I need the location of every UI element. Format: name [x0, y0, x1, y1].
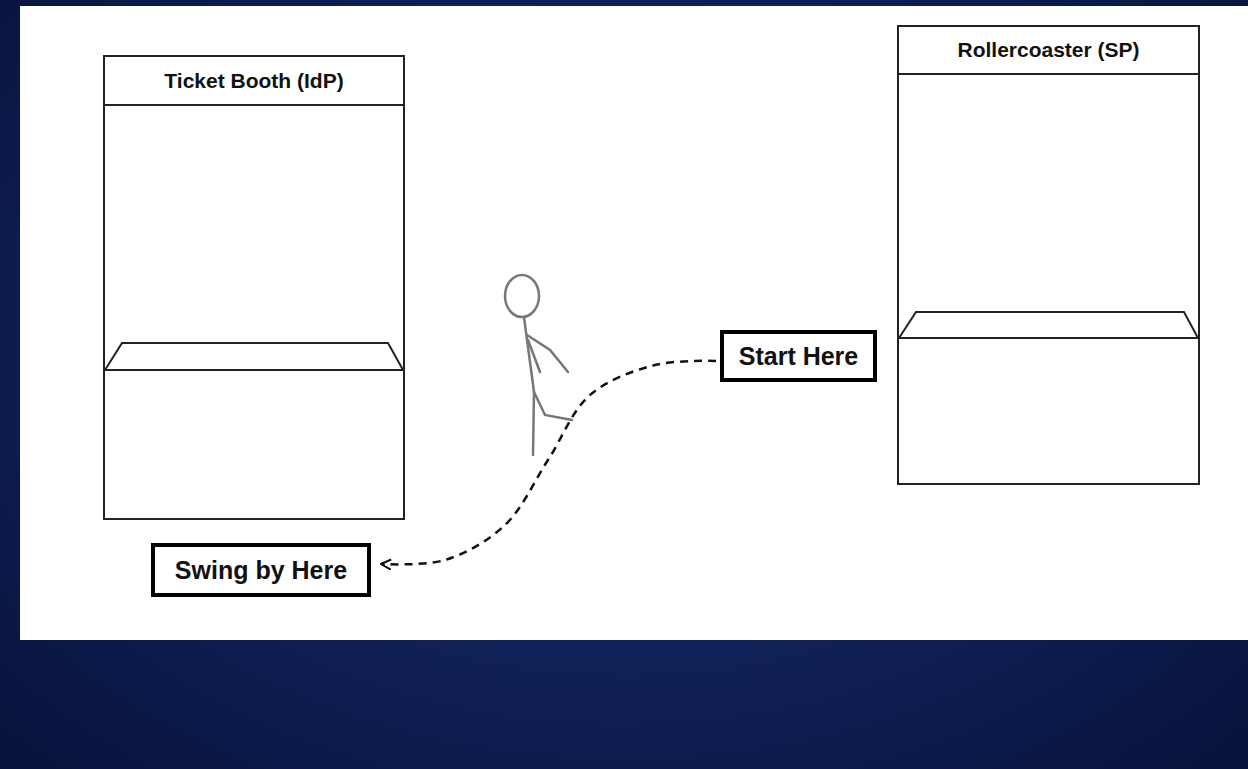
booth-title: Ticket Booth (IdP): [105, 57, 403, 106]
figure-arm: [528, 340, 540, 372]
booth-box: Rollercoaster (SP): [897, 25, 1200, 485]
figure-leg: [534, 392, 572, 420]
stick-figure: [505, 275, 572, 455]
figure-head: [505, 275, 539, 317]
figure-arm: [527, 335, 568, 372]
booth-title: Rollercoaster (SP): [899, 27, 1198, 75]
dashed-arrow: [381, 361, 716, 565]
counter-top: [105, 343, 403, 370]
callout-box: Start Here: [720, 330, 877, 382]
callout-text: Swing by Here: [175, 556, 347, 585]
counter-top: [899, 312, 1198, 338]
booth-box: Ticket Booth (IdP): [103, 55, 405, 520]
canvas: [20, 6, 1248, 640]
callout-text: Start Here: [739, 342, 859, 371]
figure-leg: [533, 392, 534, 455]
callout-box: Swing by Here: [151, 543, 371, 597]
